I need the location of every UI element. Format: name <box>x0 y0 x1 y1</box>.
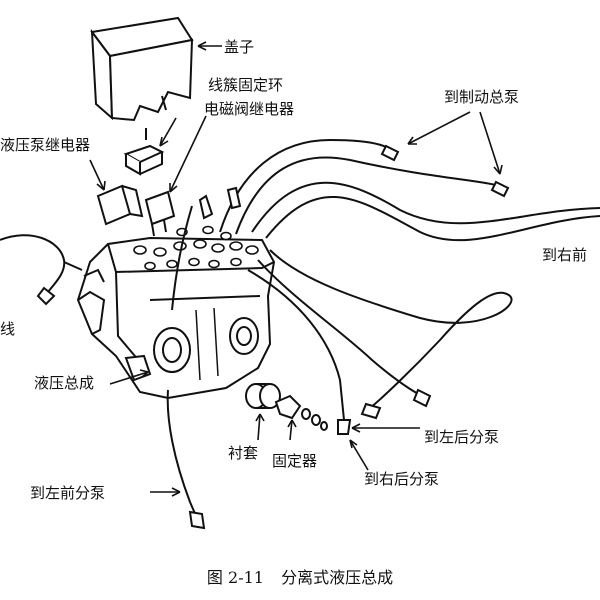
label-harness-ring: 线簇固定环 <box>208 76 284 94</box>
figure-number: 图 2-11 <box>206 568 264 587</box>
cover-part <box>90 16 194 122</box>
label-wire: 线 <box>0 320 16 338</box>
label-to-right-rear: 到右后分泵 <box>364 470 440 488</box>
label-assembly: 液压总成 <box>34 374 95 392</box>
bushing-part <box>245 383 281 409</box>
label-to-left-front: 到左前分泵 <box>30 484 106 502</box>
pump-relay-part <box>96 184 176 237</box>
label-solenoid-relay: 电磁阀继电器 <box>204 100 295 118</box>
label-cover: 盖子 <box>224 38 255 56</box>
label-to-right-front: 到右前 <box>542 246 588 264</box>
label-retainer: 固定器 <box>272 452 318 470</box>
brake-lines <box>166 138 600 530</box>
label-to-master-cylinder: 到制动总泵 <box>444 88 520 106</box>
leader-lines <box>89 41 503 497</box>
label-bushing: 衬套 <box>228 444 259 462</box>
wire-loop <box>0 234 83 306</box>
label-to-left-rear: 到左后分泵 <box>424 428 500 446</box>
figure-caption: 图 2-11 分离式液压总成 <box>0 564 600 588</box>
harness-ring-part <box>123 128 165 176</box>
label-pump-relay: 液压泵继电器 <box>0 136 91 154</box>
retainer-part <box>274 394 328 431</box>
figure-title: 分离式液压总成 <box>281 568 394 587</box>
